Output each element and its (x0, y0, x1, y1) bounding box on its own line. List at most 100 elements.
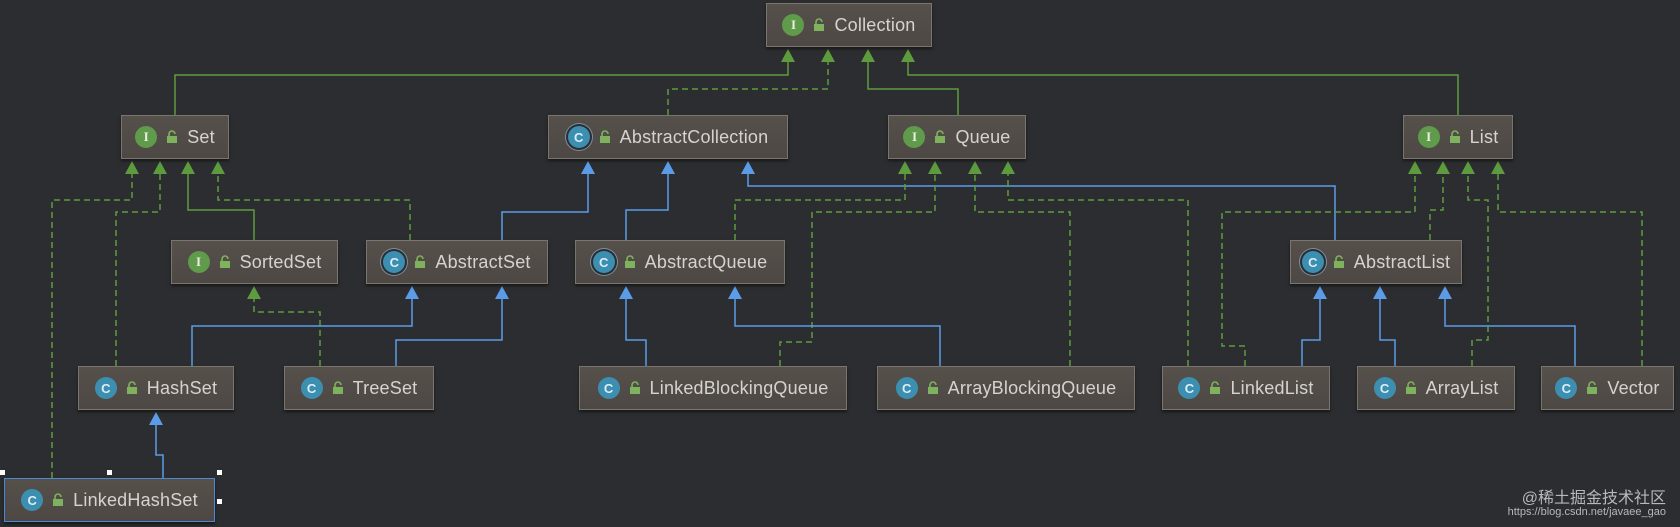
abstract-class-icon: C (592, 251, 615, 273)
unlock-icon (935, 130, 946, 143)
edge-array-list-to-abstract-list (1373, 286, 1396, 366)
edge-arrowhead (405, 286, 419, 299)
unlock-icon (126, 381, 137, 394)
unlock-icon (624, 255, 635, 268)
node-vector[interactable]: C Vector (1541, 366, 1674, 410)
selection-handle[interactable] (107, 470, 112, 475)
node-abstract-set[interactable]: C AbstractSet (366, 240, 548, 284)
unlock-icon (219, 255, 230, 268)
node-hash-set[interactable]: C HashSet (78, 366, 234, 410)
edge-arrowhead (821, 49, 835, 62)
node-label: TreeSet (352, 377, 418, 398)
class-icon: C (94, 377, 117, 399)
node-list[interactable]: I List (1403, 115, 1513, 159)
edge-line (779, 172, 936, 366)
node-array-blocking-queue[interactable]: C ArrayBlockingQueue (877, 366, 1135, 410)
node-tree-set[interactable]: C TreeSet (284, 366, 434, 410)
node-collection[interactable]: I Collection (766, 3, 932, 47)
edge-arrowhead (898, 161, 912, 174)
edge-arrowhead (247, 286, 261, 299)
node-sorted-set[interactable]: I SortedSet (171, 240, 338, 284)
edge-vector-to-abstract-list (1438, 286, 1576, 366)
abstract-class-icon: C (1301, 251, 1324, 273)
selection-handle[interactable] (217, 470, 222, 475)
edge-line (187, 172, 255, 240)
node-abstract-queue[interactable]: C AbstractQueue (575, 240, 785, 284)
class-icon: C (895, 377, 918, 399)
edge-line (395, 297, 503, 366)
edge-linked-hash-set-to-hash-set (149, 412, 164, 478)
edge-arrowhead (968, 161, 982, 174)
node-label: Set (187, 126, 215, 147)
edge-array-list-to-list (1461, 161, 1489, 366)
node-linked-list[interactable]: C LinkedList (1162, 366, 1330, 410)
edge-linked-list-to-abstract-list (1301, 286, 1327, 366)
node-queue[interactable]: I Queue (888, 115, 1026, 159)
node-abstract-collection[interactable]: C AbstractCollection (548, 115, 788, 159)
edge-abstract-queue-to-abstract-collection (625, 161, 675, 240)
selection-handle[interactable] (0, 470, 5, 475)
edge-array-blocking-queue-to-queue (968, 161, 1071, 366)
edge-line (115, 172, 161, 366)
node-label: LinkedBlockingQueue (649, 377, 829, 398)
watermark-url: https://blog.csdn.net/javaee_gao (1507, 506, 1666, 518)
edge-linked-blocking-queue-to-queue (779, 161, 942, 366)
edge-arrowhead (1408, 161, 1422, 174)
class-icon: C (597, 377, 620, 399)
edge-line (625, 297, 647, 366)
interface-icon: I (782, 14, 805, 36)
edge-line (501, 172, 589, 240)
edge-line (51, 172, 133, 478)
node-array-list[interactable]: C ArrayList (1357, 366, 1515, 410)
unlock-icon (167, 130, 178, 143)
edge-abstract-list-to-list (1429, 161, 1450, 240)
edge-linked-list-to-queue (1001, 161, 1189, 366)
interface-icon: I (1417, 126, 1440, 148)
node-label: List (1469, 126, 1499, 147)
edge-arrowhead (1436, 161, 1450, 174)
edge-line (734, 297, 941, 366)
edge-arrowhead (1001, 161, 1015, 174)
unlock-icon (332, 381, 343, 394)
edge-set-to-collection (174, 49, 795, 115)
edge-line (974, 172, 1071, 366)
edge-line (155, 423, 164, 478)
node-label: LinkedList (1230, 377, 1314, 398)
edge-arrowhead (741, 161, 755, 174)
edge-list-to-collection (901, 49, 1459, 115)
selection-handle[interactable] (217, 499, 222, 504)
edge-line (625, 172, 669, 240)
edge-hash-set-to-set (115, 161, 167, 366)
node-linked-hash-set[interactable]: C LinkedHashSet (4, 478, 215, 522)
unlock-icon (1333, 255, 1344, 268)
edge-line (734, 172, 906, 240)
edge-line (867, 60, 959, 115)
node-label: HashSet (146, 377, 218, 398)
interface-icon: I (187, 251, 210, 273)
unlock-icon (599, 130, 610, 143)
edge-linked-blocking-queue-to-abstract-queue (619, 286, 647, 366)
edge-abstract-set-to-set (211, 161, 411, 240)
node-label: Collection (834, 14, 916, 35)
edge-arrowhead (211, 161, 225, 174)
edge-array-blocking-queue-to-abstract-queue (728, 286, 941, 366)
node-linked-blocking-queue[interactable]: C LinkedBlockingQueue (579, 366, 847, 410)
edge-line (217, 172, 411, 240)
class-icon: C (1373, 377, 1396, 399)
edge-line (1497, 172, 1643, 366)
edge-line (1444, 297, 1576, 366)
node-abstract-list[interactable]: C AbstractList (1290, 240, 1462, 284)
edge-arrowhead (928, 161, 942, 174)
edge-arrowhead (125, 161, 139, 174)
node-set[interactable]: I Set (121, 115, 229, 159)
edge-line (667, 60, 829, 115)
edge-arrowhead (728, 286, 742, 299)
node-label: AbstractList (1353, 251, 1451, 272)
class-icon: C (1555, 377, 1578, 399)
edge-arrowhead (581, 161, 595, 174)
edge-arrowhead (619, 286, 633, 299)
node-label: ArrayList (1425, 377, 1499, 398)
edge-queue-to-collection (861, 49, 959, 115)
unlock-icon (814, 18, 825, 31)
